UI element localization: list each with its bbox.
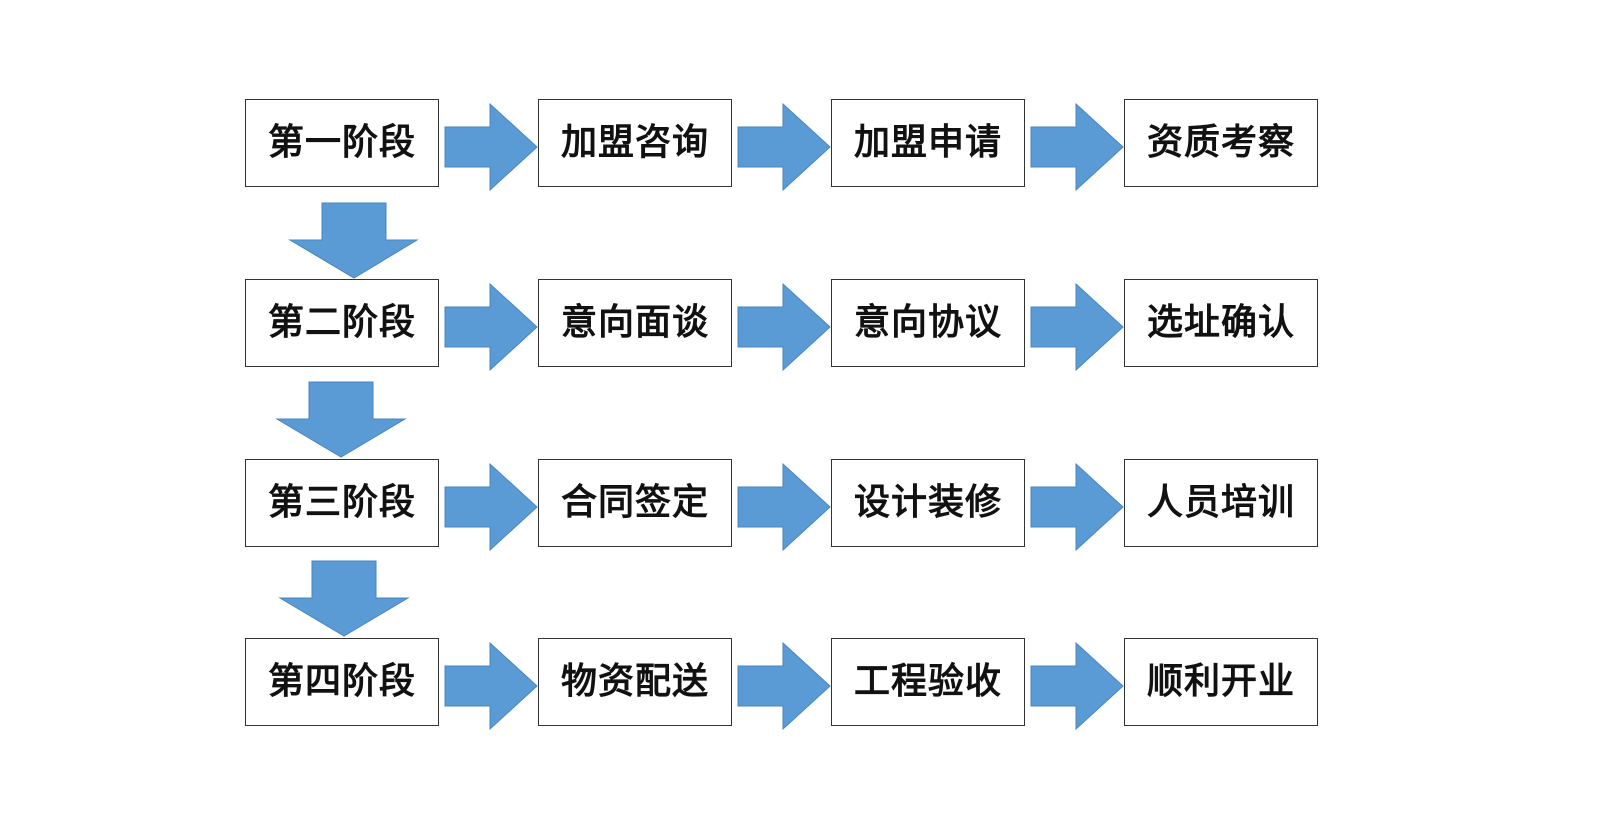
- step-box: 物资配送: [538, 638, 732, 726]
- stage-label: 第二阶段: [267, 302, 416, 343]
- right-arrow-icon: [1030, 102, 1124, 192]
- step-box: 意向面谈: [538, 279, 732, 367]
- step-box: 加盟申请: [831, 99, 1025, 187]
- step-box: 合同签定: [538, 459, 732, 547]
- stage-box-1: 第一阶段: [245, 99, 439, 187]
- down-arrow-icon: [278, 560, 410, 637]
- step-box: 意向协议: [831, 279, 1025, 367]
- step-label: 意向面谈: [560, 302, 709, 343]
- right-arrow-icon: [737, 102, 831, 192]
- right-arrow-icon: [1030, 462, 1124, 552]
- stage-box-3: 第三阶段: [245, 459, 439, 547]
- step-label: 顺利开业: [1146, 661, 1295, 702]
- step-box: 人员培训: [1124, 459, 1318, 547]
- step-box: 资质考察: [1124, 99, 1318, 187]
- step-label: 加盟咨询: [560, 122, 709, 163]
- stage-box-4: 第四阶段: [245, 638, 439, 726]
- stage-box-2: 第二阶段: [245, 279, 439, 367]
- step-label: 资质考察: [1146, 122, 1295, 163]
- right-arrow-icon: [1030, 282, 1124, 372]
- step-box: 选址确认: [1124, 279, 1318, 367]
- right-arrow-icon: [1030, 641, 1124, 731]
- right-arrow-icon: [737, 282, 831, 372]
- step-box: 设计装修: [831, 459, 1025, 547]
- step-label: 物资配送: [560, 661, 709, 702]
- step-label: 合同签定: [560, 482, 709, 523]
- step-box: 加盟咨询: [538, 99, 732, 187]
- down-arrow-icon: [275, 381, 407, 458]
- step-label: 人员培训: [1146, 482, 1295, 523]
- right-arrow-icon: [737, 641, 831, 731]
- step-label: 加盟申请: [853, 122, 1002, 163]
- step-box: 工程验收: [831, 638, 1025, 726]
- stage-label: 第四阶段: [267, 661, 416, 702]
- step-label: 意向协议: [853, 302, 1002, 343]
- right-arrow-icon: [444, 641, 538, 731]
- step-label: 设计装修: [853, 482, 1002, 523]
- stage-label: 第三阶段: [267, 482, 416, 523]
- right-arrow-icon: [444, 462, 538, 552]
- step-label: 工程验收: [853, 661, 1002, 702]
- step-label: 选址确认: [1146, 302, 1295, 343]
- right-arrow-icon: [444, 282, 538, 372]
- step-box: 顺利开业: [1124, 638, 1318, 726]
- right-arrow-icon: [444, 102, 538, 192]
- stage-label: 第一阶段: [267, 122, 416, 163]
- right-arrow-icon: [737, 462, 831, 552]
- down-arrow-icon: [288, 202, 419, 279]
